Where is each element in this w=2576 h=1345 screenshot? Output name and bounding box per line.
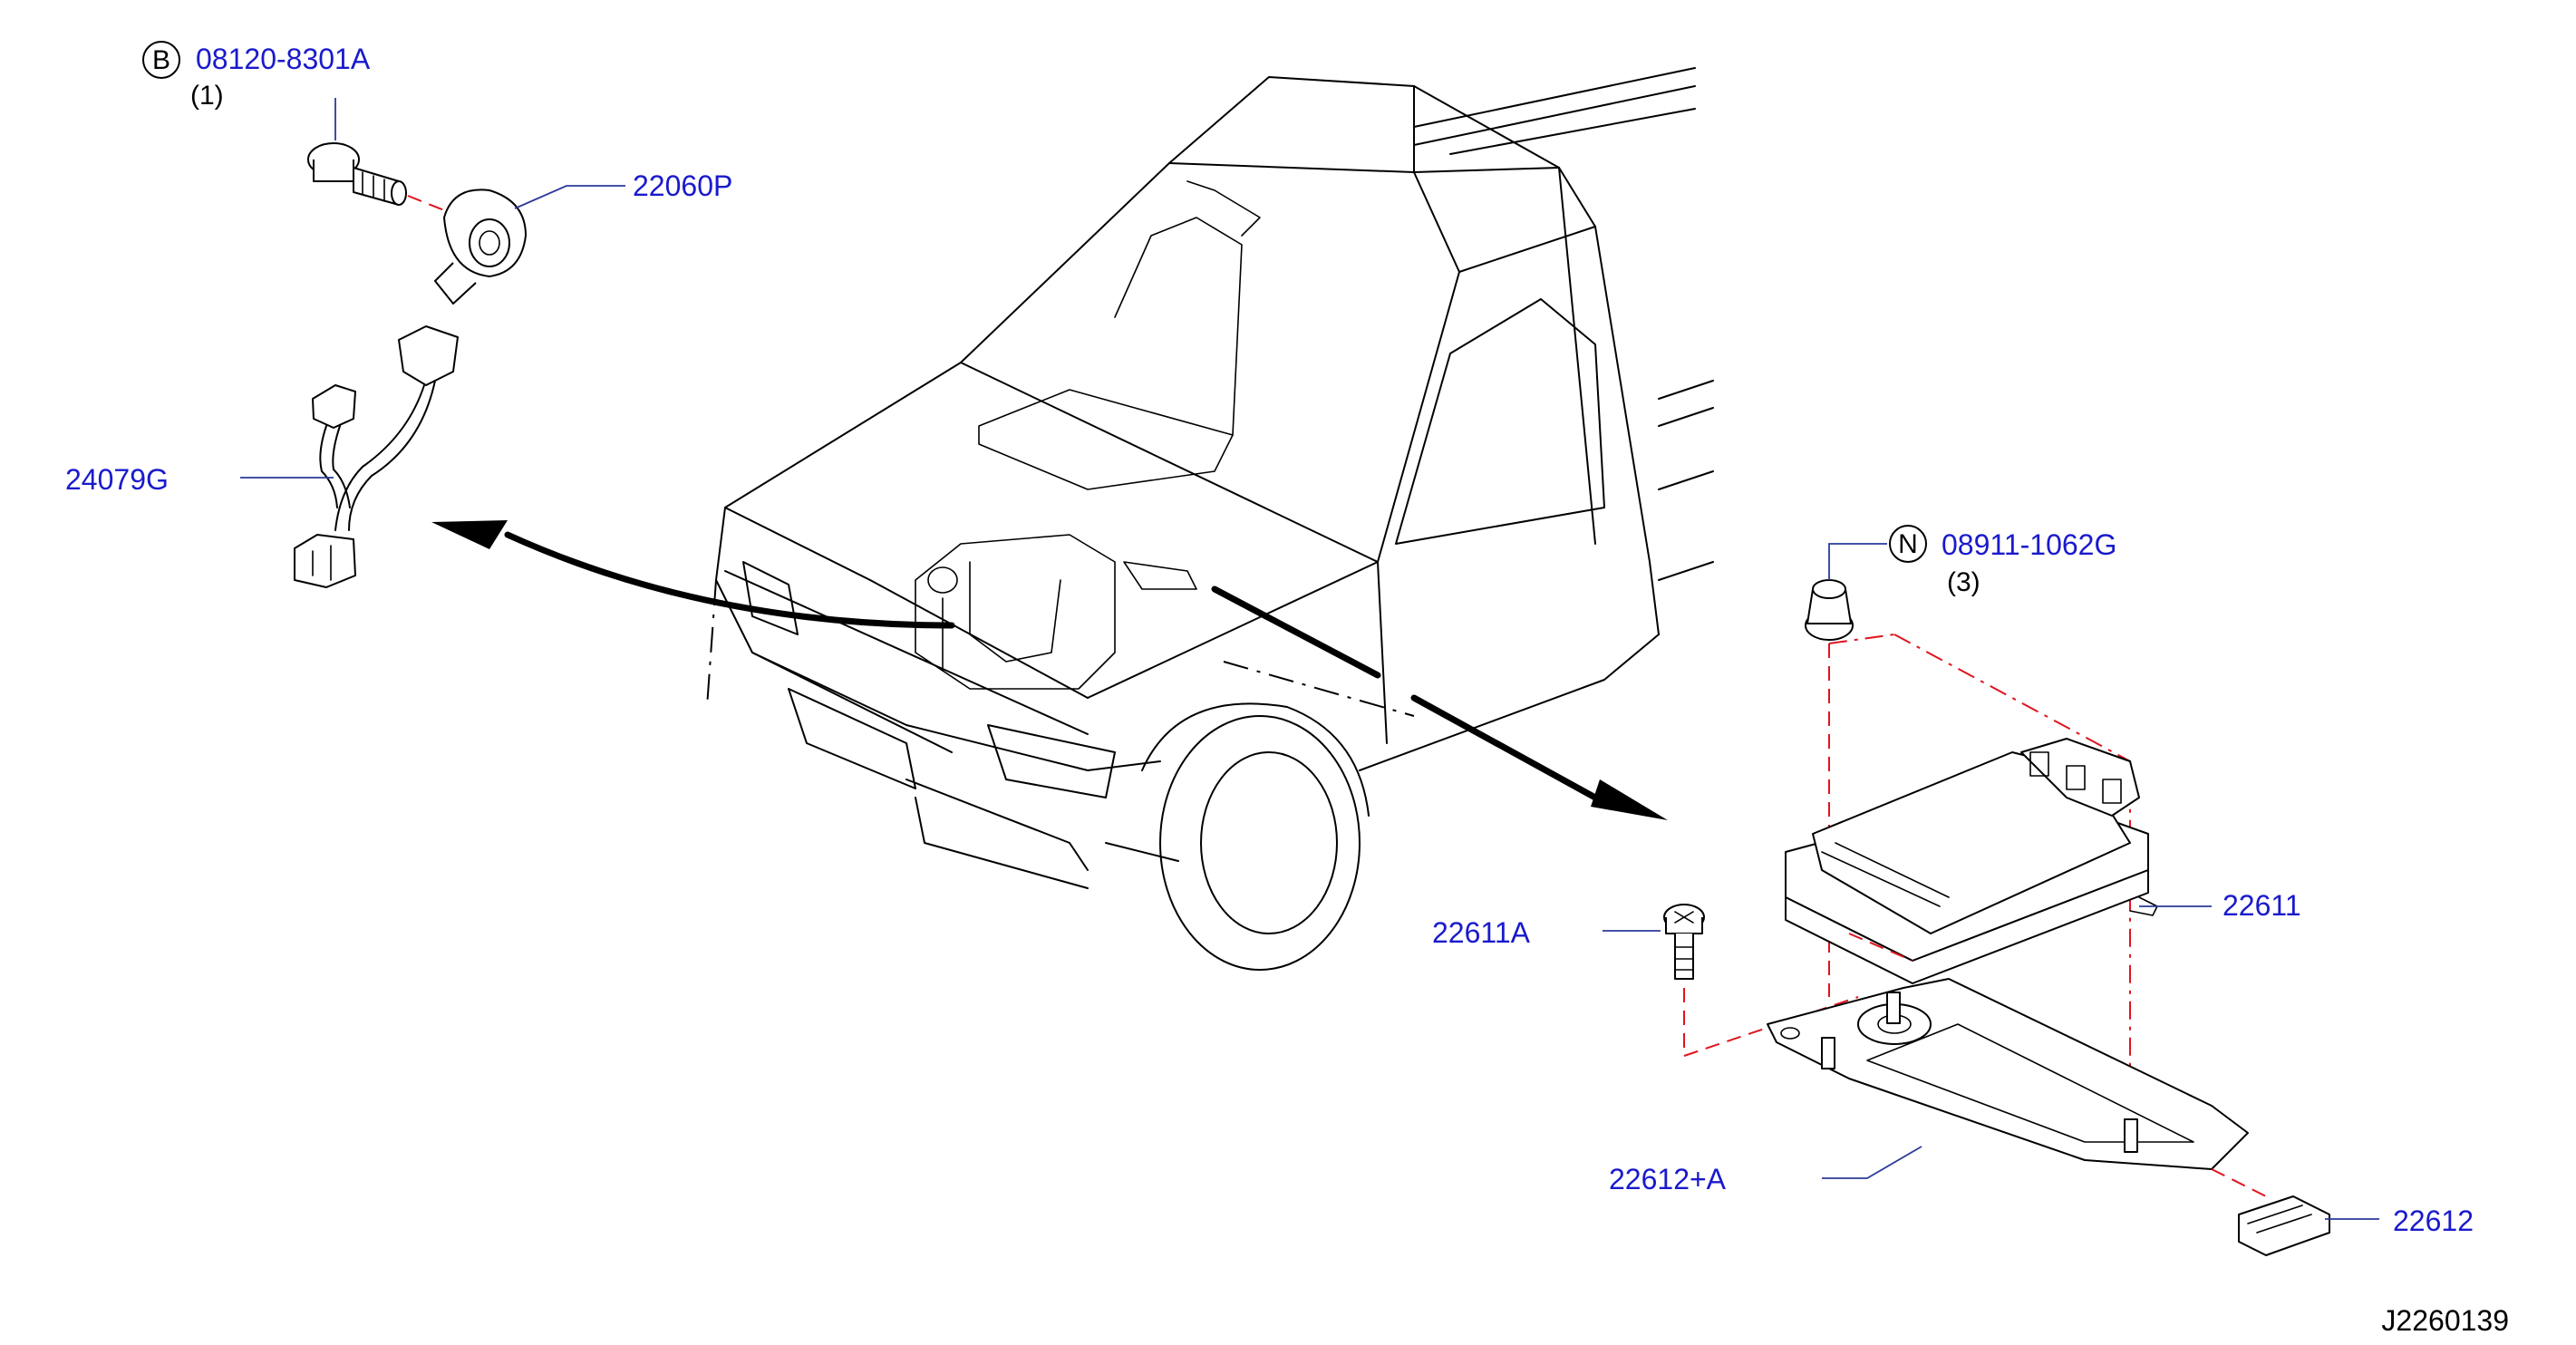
quantity-label: (3) [1947, 567, 1980, 597]
part-number-label[interactable]: 22611 [2223, 889, 2301, 922]
knock-sensor-icon[interactable] [434, 189, 527, 305]
arrowhead-right [1591, 779, 1668, 820]
part-number-label[interactable]: 08911-1062G [1942, 528, 2116, 561]
callout-symbol: N [1898, 529, 1918, 559]
part-number-label[interactable]: 08120-8301A [196, 43, 371, 75]
callout-symbol: B [152, 45, 170, 75]
arrow-to-ecm [1211, 585, 1599, 801]
harness-icon[interactable] [294, 325, 459, 588]
truck-illustration [706, 67, 1714, 971]
ecm-bolt-icon[interactable] [1663, 904, 1705, 980]
part-number-label[interactable]: 24079G [65, 463, 169, 496]
leader-lines [240, 98, 2379, 1220]
callout-bolt-b: B 08120-8301A (1) [142, 41, 371, 111]
direction-arrows [431, 520, 1668, 820]
quantity-label: (1) [190, 81, 224, 111]
arrowhead-left [431, 520, 508, 549]
part-number-label[interactable]: 22611A [1432, 916, 1531, 949]
part-number-label[interactable]: 22060P [633, 169, 732, 202]
bracket-icon[interactable] [1767, 978, 2249, 1170]
ecm-module-icon[interactable] [1785, 738, 2158, 984]
bracket-clip-icon[interactable] [2238, 1195, 2330, 1256]
bolt-icon[interactable] [307, 142, 407, 206]
part-number-label[interactable]: 22612+A [1609, 1163, 1727, 1195]
arrow-to-knock-sensor [504, 531, 955, 629]
callout-nut-n: N 08911-1062G (3) [1889, 525, 2116, 597]
nut-icon[interactable] [1805, 579, 1854, 641]
diagram-reference-code: J2260139 [2381, 1304, 2509, 1337]
part-number-label[interactable]: 22612 [2393, 1205, 2474, 1237]
